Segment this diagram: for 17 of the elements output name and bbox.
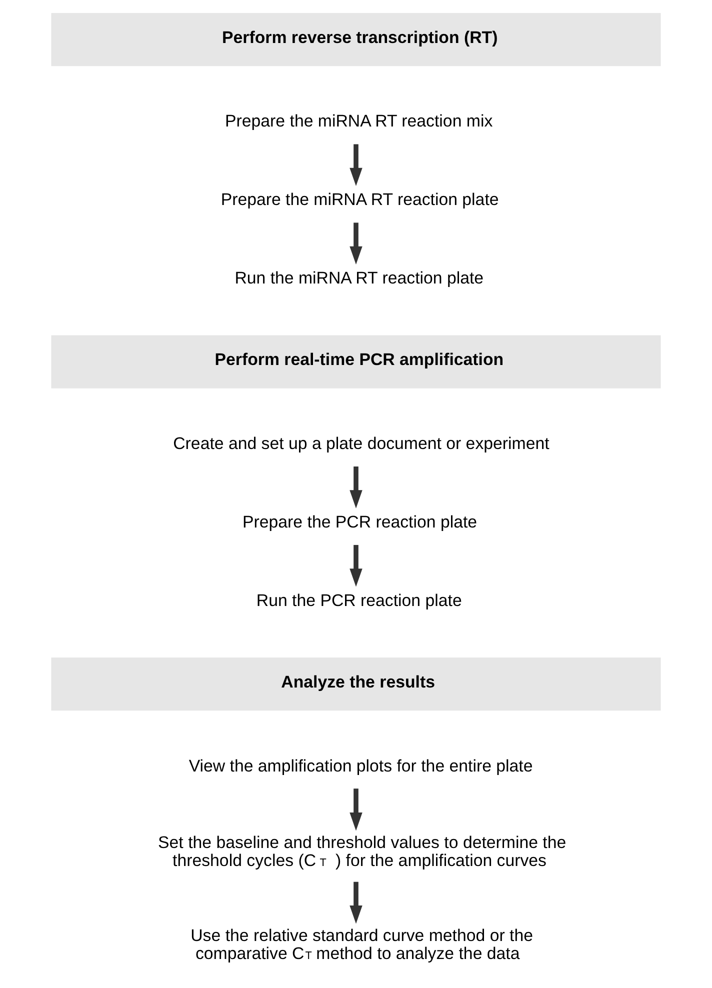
- arrow: [350, 222, 362, 265]
- node-box: Analyze the results: [51, 658, 661, 711]
- arrow: [350, 882, 362, 924]
- node-text: Create and set up a plate document or experiment: [173, 434, 550, 453]
- arrow: [350, 144, 362, 186]
- node-box: Perform real-time PCR amplification: [51, 335, 661, 388]
- arrow: [350, 466, 362, 508]
- node-text: Use the relative standard curve method or the comparative CT method to analyze the data: [190, 926, 534, 963]
- node-text: Run the miRNA RT reaction plate: [234, 268, 484, 288]
- node-box: Perform reverse transcription (RT): [51, 13, 661, 66]
- node-text: Run the PCR reaction plate: [256, 590, 462, 610]
- node-text: Prepare the miRNA RT reaction plate: [220, 190, 499, 210]
- node-text: Prepare the miRNA RT reaction mix: [225, 112, 493, 131]
- arrow: [350, 544, 362, 587]
- node-text: View the amplification plots for the entire plate: [188, 756, 533, 776]
- node-text: Prepare the PCR reaction plate: [242, 512, 478, 532]
- arrow: [350, 788, 362, 831]
